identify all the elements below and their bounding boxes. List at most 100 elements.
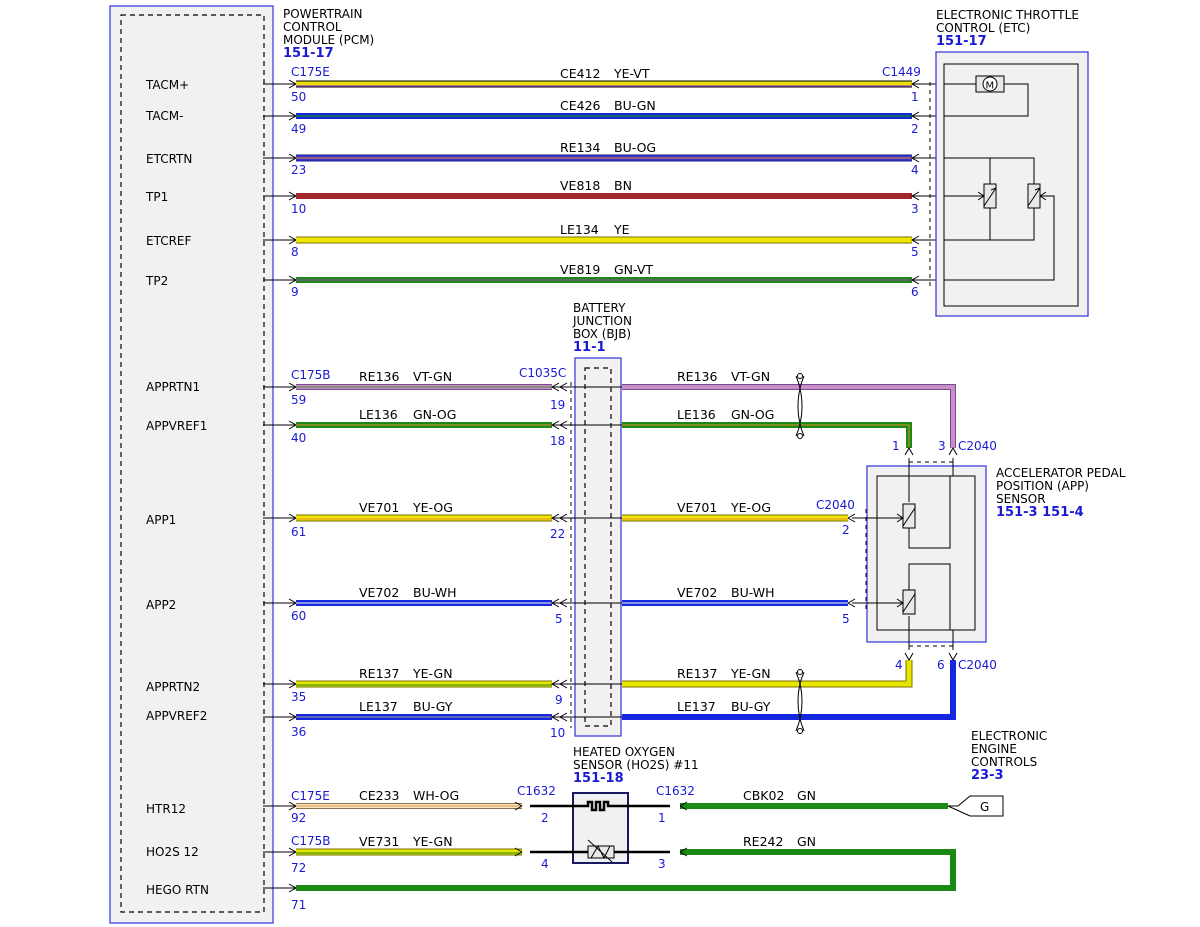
pcm-pin-number: 61 <box>291 525 306 539</box>
pcm-pin-name: HO2S 12 <box>146 845 199 859</box>
wire-color-label: BU-WH <box>731 585 775 600</box>
app-ref: 151-3 151-4 <box>996 505 1084 520</box>
circuit-label: CE233 <box>359 788 400 803</box>
connector-label: C1632 <box>656 784 695 798</box>
bjb-pin-number: 5 <box>555 612 563 626</box>
pcm-pin-name: APPRTN2 <box>146 680 200 694</box>
wire-color-label: GN-VT <box>614 262 653 277</box>
wire-color-label: BU-OG <box>614 140 656 155</box>
pcm-pin-number: 23 <box>291 163 306 177</box>
etc-pin-number: 2 <box>911 122 919 136</box>
app-pin-number: 3 <box>938 439 946 453</box>
app-pin-numbers: 3 1 2 5 4 6 <box>842 439 946 672</box>
wire-color-label: BU-GN <box>614 98 656 113</box>
etc-pin-number: 4 <box>911 163 919 177</box>
pcm-pin-arrows <box>263 79 298 893</box>
app-pin-number: 4 <box>895 658 903 672</box>
pcm-module: POWERTRAIN CONTROL MODULE (PCM) 151-17 <box>109 5 374 924</box>
pcm-pin-number: 9 <box>291 285 299 299</box>
connector-label: C1632 <box>517 784 556 798</box>
motor-icon: M <box>944 75 1029 117</box>
bjb-pin-numbers: 19 18 22 5 9 10 <box>550 398 565 740</box>
ho2s-pin-number: 3 <box>658 857 666 871</box>
etc-pin-number: 5 <box>911 245 919 259</box>
wire-re137-right <box>622 660 912 687</box>
app-wires-right <box>622 384 956 720</box>
circuit-label: LE134 <box>560 222 599 237</box>
wire-color-label: VT-GN <box>413 369 452 384</box>
connector-label: C175E <box>291 65 330 79</box>
wire-le137-right <box>622 660 956 720</box>
circuit-label: CE412 <box>560 66 601 81</box>
connector-label: C1449 <box>882 65 921 79</box>
pcm-pin-name: ETCREF <box>146 234 192 248</box>
app-wire-labels-left: RE136 VT-GN LE136 GN-OG VE701 YE-OG VE70… <box>359 369 457 714</box>
circuit-label: LE137 <box>677 699 716 714</box>
pcm-pin-number: 92 <box>291 811 306 825</box>
etc-title-line-1: ELECTRONIC THROTTLE <box>936 8 1079 22</box>
circuit-label: VE702 <box>677 585 717 600</box>
circuit-label: RE134 <box>560 140 600 155</box>
bjb-pin-number: 9 <box>555 693 563 707</box>
etc-module: ELECTRONIC THROTTLE CONTROL (ETC) 151-17… <box>935 8 1089 317</box>
app-inner-box <box>876 475 976 631</box>
app-title-line-2: POSITION (APP) <box>996 479 1089 493</box>
pcm-inner-dashed <box>120 14 265 913</box>
heater-element-icon <box>530 800 670 812</box>
ho2s-wire-labels: CE233 WH-OG VE731 YE-GN CBK02 GN RE242 G… <box>359 788 816 849</box>
wire-color-label: YE <box>613 222 630 237</box>
pcm-pin-name: APPVREF1 <box>146 419 207 433</box>
app-title-line-3: SENSOR <box>996 492 1046 506</box>
connector-label: C2040 <box>958 658 997 672</box>
wire-color-label: VT-GN <box>731 369 770 384</box>
app-pin-number: 2 <box>842 523 850 537</box>
wire-re136-right <box>622 385 955 448</box>
bjb-pin-number: 22 <box>550 527 565 541</box>
wire-color-label: YE-OG <box>730 500 771 515</box>
pcm-pin-number: 50 <box>291 90 306 104</box>
wire-color-label: WH-OG <box>413 788 459 803</box>
ground-label: G <box>980 800 989 814</box>
bjb-pin-number: 18 <box>550 434 565 448</box>
bjb-inner-dashed <box>584 367 612 727</box>
bjb-ref: 11-1 <box>573 340 606 355</box>
wire-hego-rtn <box>296 849 956 891</box>
connector-label: C175E <box>291 789 330 803</box>
etc-pin-number: 6 <box>911 285 919 299</box>
pcm-pin-number: 59 <box>291 393 306 407</box>
bjb-pin-number: 19 <box>550 398 565 412</box>
ho2s-title-line-2: SENSOR (HO2S) #11 <box>573 758 699 772</box>
etc-inner-box <box>943 63 1079 307</box>
app-wires-left <box>296 384 552 720</box>
pcm-pin-number: 49 <box>291 122 306 136</box>
wire-color-label: YE-VT <box>613 66 650 81</box>
app-sensor-module: ACCELERATOR PEDAL POSITION (APP) SENSOR … <box>847 446 1126 662</box>
pcm-pin-name: APP1 <box>146 513 176 527</box>
pcm-ref: 151-17 <box>283 46 334 61</box>
pcm-pin-labels: TACM+ TACM- ETCRTN TP1 ETCREF TP2 APPRTN… <box>145 78 209 897</box>
app-pin-number: 1 <box>892 439 900 453</box>
pcm-pin-name: APPVREF2 <box>146 709 207 723</box>
bjb-title-line-2: JUNCTION <box>572 314 632 328</box>
twisted-pair-icon <box>795 373 805 734</box>
circuit-label: RE136 <box>359 369 399 384</box>
connector-label: C2040 <box>816 498 855 512</box>
circuit-label: VE819 <box>560 262 600 277</box>
circuit-label: VE701 <box>359 500 399 515</box>
eec-title-line-1: ELECTRONIC <box>971 729 1047 743</box>
bjb-module: BATTERY JUNCTION BOX (BJB) 11-1 <box>570 301 632 737</box>
circuit-label: VE731 <box>359 834 399 849</box>
pcm-pin-number: 8 <box>291 245 299 259</box>
circuit-label: RE137 <box>677 666 717 681</box>
ho2s-pin-arrows <box>514 801 688 857</box>
wire-re136-right-outline <box>622 384 956 448</box>
pcm-pin-number: 60 <box>291 609 306 623</box>
circuit-label: LE136 <box>677 407 716 422</box>
wire-color-label: BU-GY <box>413 699 453 714</box>
circuit-label: VE818 <box>560 178 600 193</box>
app-title-line-1: ACCELERATOR PEDAL <box>996 466 1126 480</box>
pcm-pin-numbers: 50 49 23 10 8 9 59 40 61 60 35 36 92 72 … <box>291 90 306 912</box>
ho2s-pin-number: 4 <box>541 857 549 871</box>
pcm-pin-number: 35 <box>291 690 306 704</box>
etc-pin-number: 1 <box>911 90 919 104</box>
